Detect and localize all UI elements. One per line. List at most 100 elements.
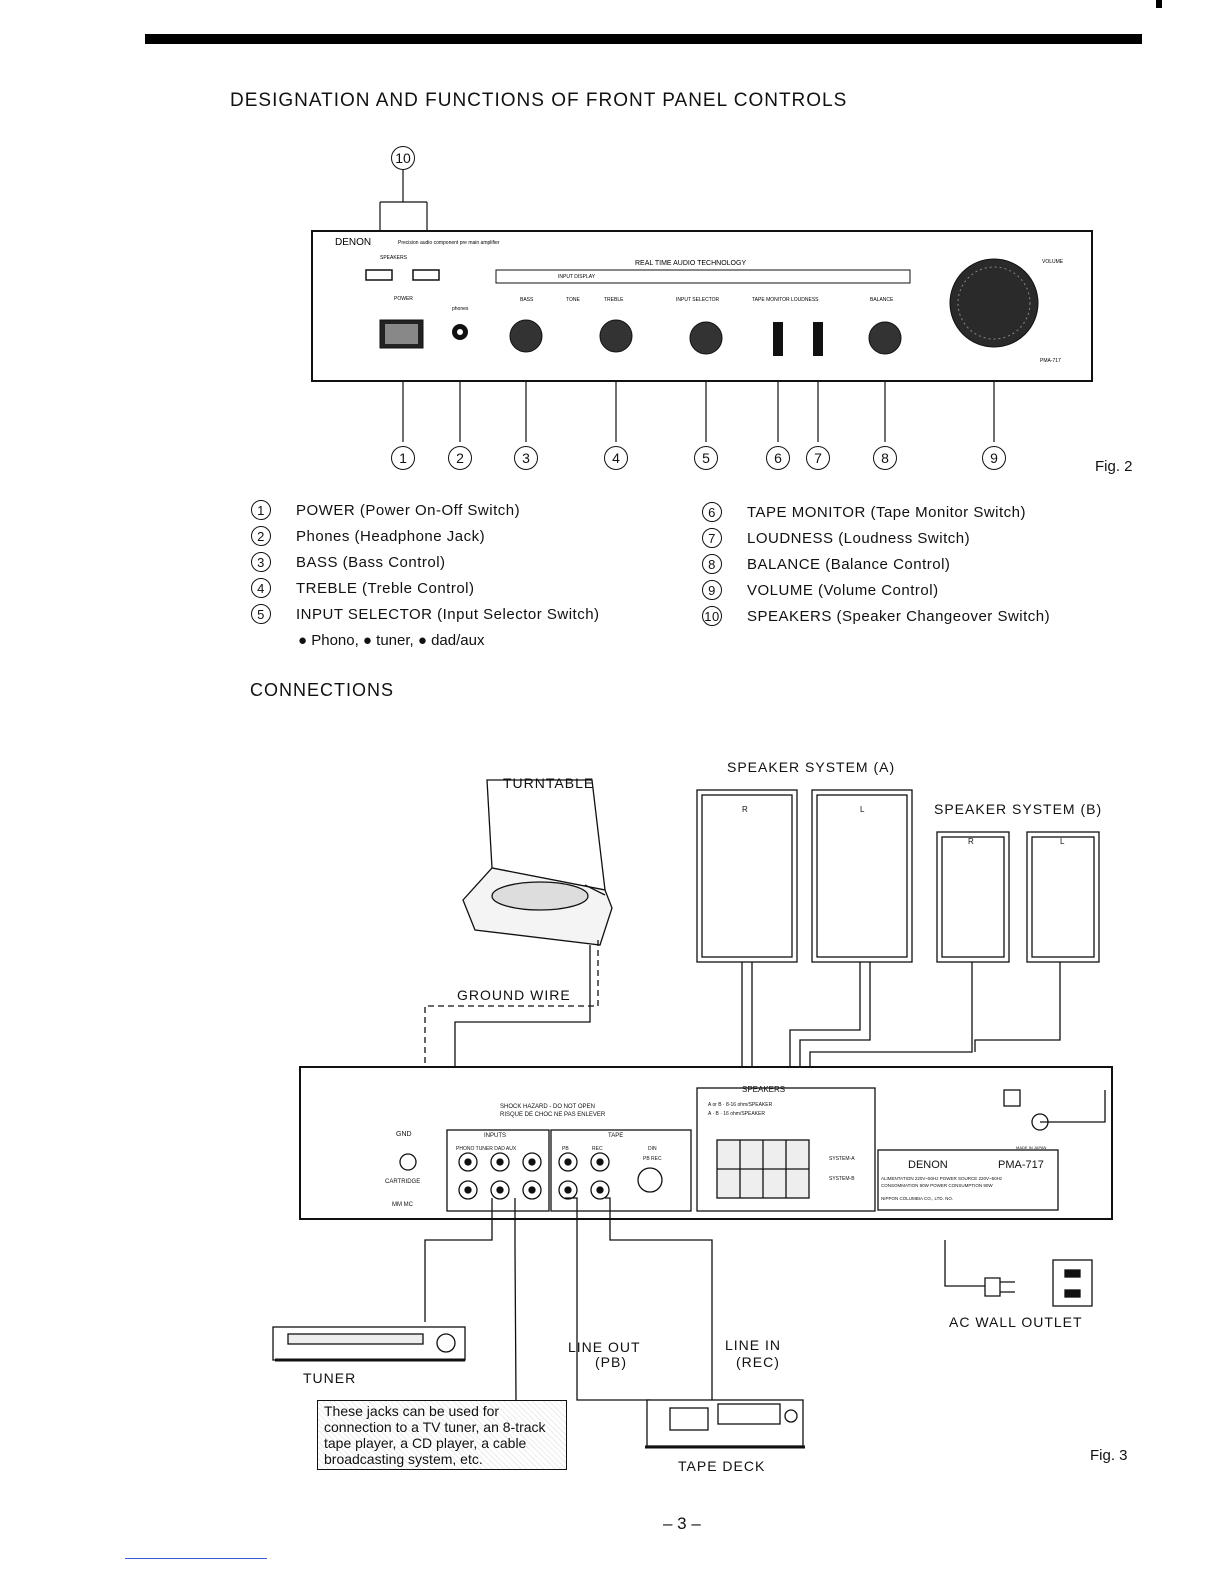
din-label: DIN <box>648 1146 657 1152</box>
treble-knob[interactable] <box>599 319 633 353</box>
speaker-b-switch[interactable] <box>412 269 440 281</box>
front-panel-figure: DENON Precision audio component pre main… <box>311 170 1093 442</box>
line-in-sub: (REC) <box>736 1354 780 1370</box>
rec-label: REC <box>592 1146 603 1152</box>
din-pb-rec-label: PB REC <box>643 1156 662 1162</box>
connections-title: CONNECTIONS <box>250 680 395 700</box>
phones-jack-hole <box>457 329 463 335</box>
panel-treble-label: TREBLE <box>604 297 624 303</box>
inputs-block <box>446 1129 550 1212</box>
tape-monitor-switch[interactable] <box>773 322 783 356</box>
callout-9: 9 <box>982 446 1006 470</box>
ac-outlet-switched <box>1003 1089 1021 1107</box>
panel-volume-label: VOLUME <box>1042 259 1064 265</box>
panel-speakers-label: SPEAKERS <box>380 255 408 261</box>
power-switch-face <box>385 324 418 344</box>
panel-tone-label: TONE <box>566 297 580 303</box>
speaker-impedance-2: A · B · 16 ohm/SPEAKER <box>708 1111 765 1117</box>
panel-input-selector-label: INPUT SELECTOR <box>676 297 720 303</box>
tape-block <box>550 1129 692 1212</box>
shock-hazard-1: SHOCK HAZARD - DO NOT OPEN <box>500 1104 595 1110</box>
made-in-japan: MADE IN JAPAN <box>1016 1145 1046 1150</box>
panel-phones-label: phones <box>452 306 469 312</box>
callout-10: 10 <box>391 146 415 170</box>
jack-usage-note: These jacks can be used for connection t… <box>317 1400 567 1470</box>
line-out-label: LINE OUT <box>568 1339 641 1355</box>
ac-outlet-label: AC WALL OUTLET <box>949 1314 1083 1330</box>
loudness-switch[interactable] <box>813 322 823 356</box>
line-out-sub: (PB) <box>595 1354 627 1370</box>
input-display <box>495 269 911 284</box>
ac-wall-outlet <box>1052 1259 1093 1307</box>
ground-wire-label: GROUND WIRE <box>457 987 571 1003</box>
callout-8: 8 <box>873 446 897 470</box>
callout-1: 1 <box>391 446 415 470</box>
fig3-label: Fig. 3 <box>1090 1447 1128 1464</box>
callout-3: 3 <box>514 446 538 470</box>
pb-label: PB <box>562 1146 569 1152</box>
speaker-a-switch[interactable] <box>365 269 393 281</box>
input-selector-knob[interactable] <box>689 321 723 355</box>
amplifier-rear-panel <box>299 1066 1113 1220</box>
speaker-a-left <box>811 789 913 963</box>
plate-line-2: CONSOMMATION 90W POWER CONSUMPTION 90W <box>881 1183 993 1188</box>
speaker-a-right <box>696 789 798 963</box>
speaker-a-label: SPEAKER SYSTEM (A) <box>727 759 895 775</box>
panel-input-display-label: INPUT DISPLAY <box>558 274 596 280</box>
tuner-label: TUNER <box>303 1370 356 1386</box>
panel-model: PMA-717 <box>1040 358 1061 364</box>
speaker-b-left <box>1026 831 1100 963</box>
speaker-b-l-label: L <box>1060 837 1065 846</box>
tonearm <box>584 884 606 896</box>
system-a-label: SYSTEM-A <box>829 1156 855 1162</box>
speaker-b-label: SPEAKER SYSTEM (B) <box>934 801 1102 817</box>
bass-knob[interactable] <box>509 319 543 353</box>
connections-diagram: TURNTABLE GROUND WIRE SPEAKER SYSTEM (A)… <box>272 759 1113 1474</box>
callout-6: 6 <box>766 446 790 470</box>
volume-knob[interactable] <box>949 258 1039 348</box>
callout-7: 7 <box>806 446 830 470</box>
speakers-block <box>696 1087 876 1212</box>
callout-5: 5 <box>694 446 718 470</box>
tape-deck-label: TAPE DECK <box>678 1458 765 1474</box>
tape-label: TAPE <box>608 1133 623 1139</box>
panel-tape-monitor-label: TAPE MONITOR LOUDNESS <box>752 297 819 303</box>
speaker-a-l-label: L <box>860 805 865 814</box>
callout-2: 2 <box>448 446 472 470</box>
panel-power-label: POWER <box>394 296 413 302</box>
speakers-terminal-label: SPEAKERS <box>742 1085 785 1094</box>
speaker-a-r-label: R <box>742 805 748 814</box>
cartridge-label: CARTRIDGE <box>385 1179 420 1185</box>
turntable-platter <box>491 881 589 911</box>
panel-rta: REAL TIME AUDIO TECHNOLOGY <box>635 260 746 267</box>
fig2-label: Fig. 2 <box>1095 458 1133 475</box>
balance-knob[interactable] <box>868 321 902 355</box>
footer-rule <box>125 1558 267 1559</box>
turntable-label: TURNTABLE <box>503 775 594 791</box>
line-in-label: LINE IN <box>725 1337 781 1353</box>
speaker-impedance-1: A or B · 8-16 ohm/SPEAKER <box>708 1102 773 1108</box>
system-b-label: SYSTEM-B <box>829 1176 855 1182</box>
input-jack-labels: PHONO TUNER DAD AUX <box>456 1146 517 1152</box>
legend-sub-inputs: ● Phono, ● tuner, ● dad/aux <box>298 632 485 649</box>
din-jack <box>637 1167 663 1193</box>
speaker-b-r-label: R <box>968 837 974 846</box>
plate-line-1: ALIMENTATION 220V~50Hz POWER SOURCE 220V… <box>881 1176 1003 1181</box>
corner-mark <box>1156 0 1162 8</box>
panel-bass-label: BASS <box>520 297 534 303</box>
callout-4: 4 <box>604 446 628 470</box>
speaker-b-right <box>936 831 1010 963</box>
ac-plug <box>984 1277 1001 1297</box>
plate-model: PMA-717 <box>998 1159 1044 1171</box>
page-title: DESIGNATION AND FUNCTIONS OF FRONT PANEL… <box>230 90 848 111</box>
rating-plate <box>877 1149 1059 1211</box>
mm-mc-label: MM MC <box>392 1202 414 1208</box>
